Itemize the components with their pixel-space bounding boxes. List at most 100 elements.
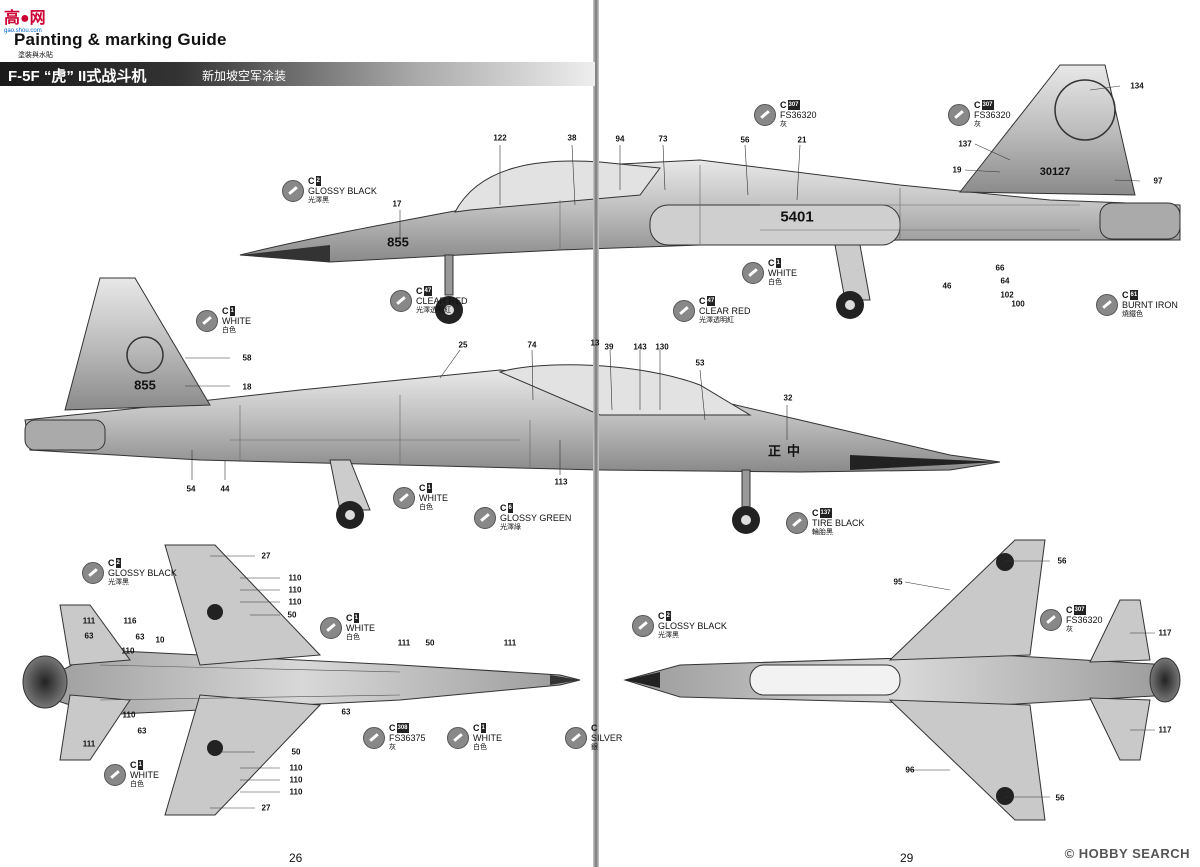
paint-brush-icon [632, 615, 654, 637]
plan-view-underside [22, 544, 581, 816]
decal-number: 110 [289, 787, 303, 797]
paint-code-letter: C [812, 508, 819, 518]
paint-code-letter: C [130, 760, 137, 770]
paint-code-number: 1 [775, 258, 781, 268]
decal-number: 102 [1000, 290, 1014, 300]
paint-code-number: 1 [480, 723, 486, 733]
paint-code-letter: C [222, 306, 229, 316]
decal-number: 74 [527, 340, 537, 350]
decal-number: 134 [1130, 81, 1144, 91]
decal-number: 113 [554, 477, 568, 487]
paint-name-zh: 銀 [591, 744, 598, 751]
decal-number: 111 [82, 739, 96, 749]
paint-code-letter: C [416, 286, 423, 296]
paint-code-number: 6 [507, 503, 513, 513]
paint-code-letter: C [780, 100, 787, 110]
paint-code-letter: C [389, 723, 396, 733]
paint-name-en: GLOSSY BLACK [108, 568, 177, 578]
decal-number: 56 [740, 135, 750, 145]
paint-brush-icon [786, 512, 808, 534]
paint-name-en: FS36320 [974, 110, 1011, 120]
paint-brush-icon [104, 764, 126, 786]
decal-number: 111 [503, 638, 517, 648]
paint-name-zh: 灰 [389, 744, 396, 751]
decal-number: 17 [392, 199, 402, 209]
decal-number: 19 [952, 165, 962, 175]
decal-number: 21 [797, 135, 807, 145]
logo-sub: gao.shou.com [4, 28, 42, 34]
paint-brush-icon [393, 487, 415, 509]
paint-name-zh: 光澤黑 [308, 197, 329, 204]
paint-code-number: 307 [787, 100, 800, 110]
paint-brush-icon [754, 104, 776, 126]
decal-number: 95 [893, 577, 903, 587]
paint-name-zh: 光澤透明紅 [699, 317, 734, 324]
decal-number: 63 [84, 631, 94, 641]
hobby-search-watermark: © HOBBY SEARCH [1064, 846, 1190, 861]
decal-number: 116 [123, 616, 137, 626]
paint-name-en: CLEAR RED [416, 296, 468, 306]
decal-number: 13 [590, 338, 600, 348]
paint-brush-icon [282, 180, 304, 202]
decal-number: 56 [1057, 556, 1067, 566]
paint-name-zh: 白色 [222, 327, 236, 334]
decal-number: 63 [137, 726, 147, 736]
paint-name-en: FS36320 [780, 110, 817, 120]
decal-number: 39 [604, 342, 614, 352]
paint-code-letter: C [308, 176, 315, 186]
decal-number: 10 [155, 635, 165, 645]
paint-name-zh: 輪胎黑 [812, 529, 833, 536]
paint-code-number: 137 [819, 508, 832, 518]
paint-code-number: 47 [423, 286, 433, 296]
paint-name-en: WHITE [768, 268, 797, 278]
paint-name-zh: 光澤黑 [108, 579, 129, 586]
page-number-right: 29 [900, 851, 914, 865]
paint-name-zh: 白色 [130, 781, 144, 788]
paint-code-letter: C [1066, 605, 1073, 615]
decal-number: 63 [341, 707, 351, 717]
decal-number: 58 [242, 353, 252, 363]
decal-number: 111 [397, 638, 411, 648]
paint-name-zh: 燒鐵色 [1122, 311, 1143, 318]
decal-number: 54 [186, 484, 196, 494]
site-logo: 高●网 gao.shou.com [4, 4, 46, 34]
page-title: Painting & marking Guide [14, 30, 227, 49]
paint-name-zh: 灰 [974, 121, 981, 128]
decal-number: 50 [425, 638, 435, 648]
aircraft-banner: F-5F “虎” II式战斗机 新加坡空军涂装 [0, 62, 595, 86]
paint-name-en: GLOSSY BLACK [308, 186, 377, 196]
decal-number: 111 [82, 616, 96, 626]
decal-number: 56 [1055, 793, 1065, 803]
decal-number: 117 [1158, 628, 1172, 638]
decal-number: 110 [122, 710, 136, 720]
plan-view-top [623, 539, 1181, 821]
paint-brush-icon [82, 562, 104, 584]
paint-brush-icon [363, 727, 385, 749]
paint-name-zh: 光澤透明紅 [416, 307, 451, 314]
paint-code-letter: C [419, 483, 426, 493]
paint-name-en: WHITE [346, 623, 375, 633]
paint-brush-icon [320, 617, 342, 639]
